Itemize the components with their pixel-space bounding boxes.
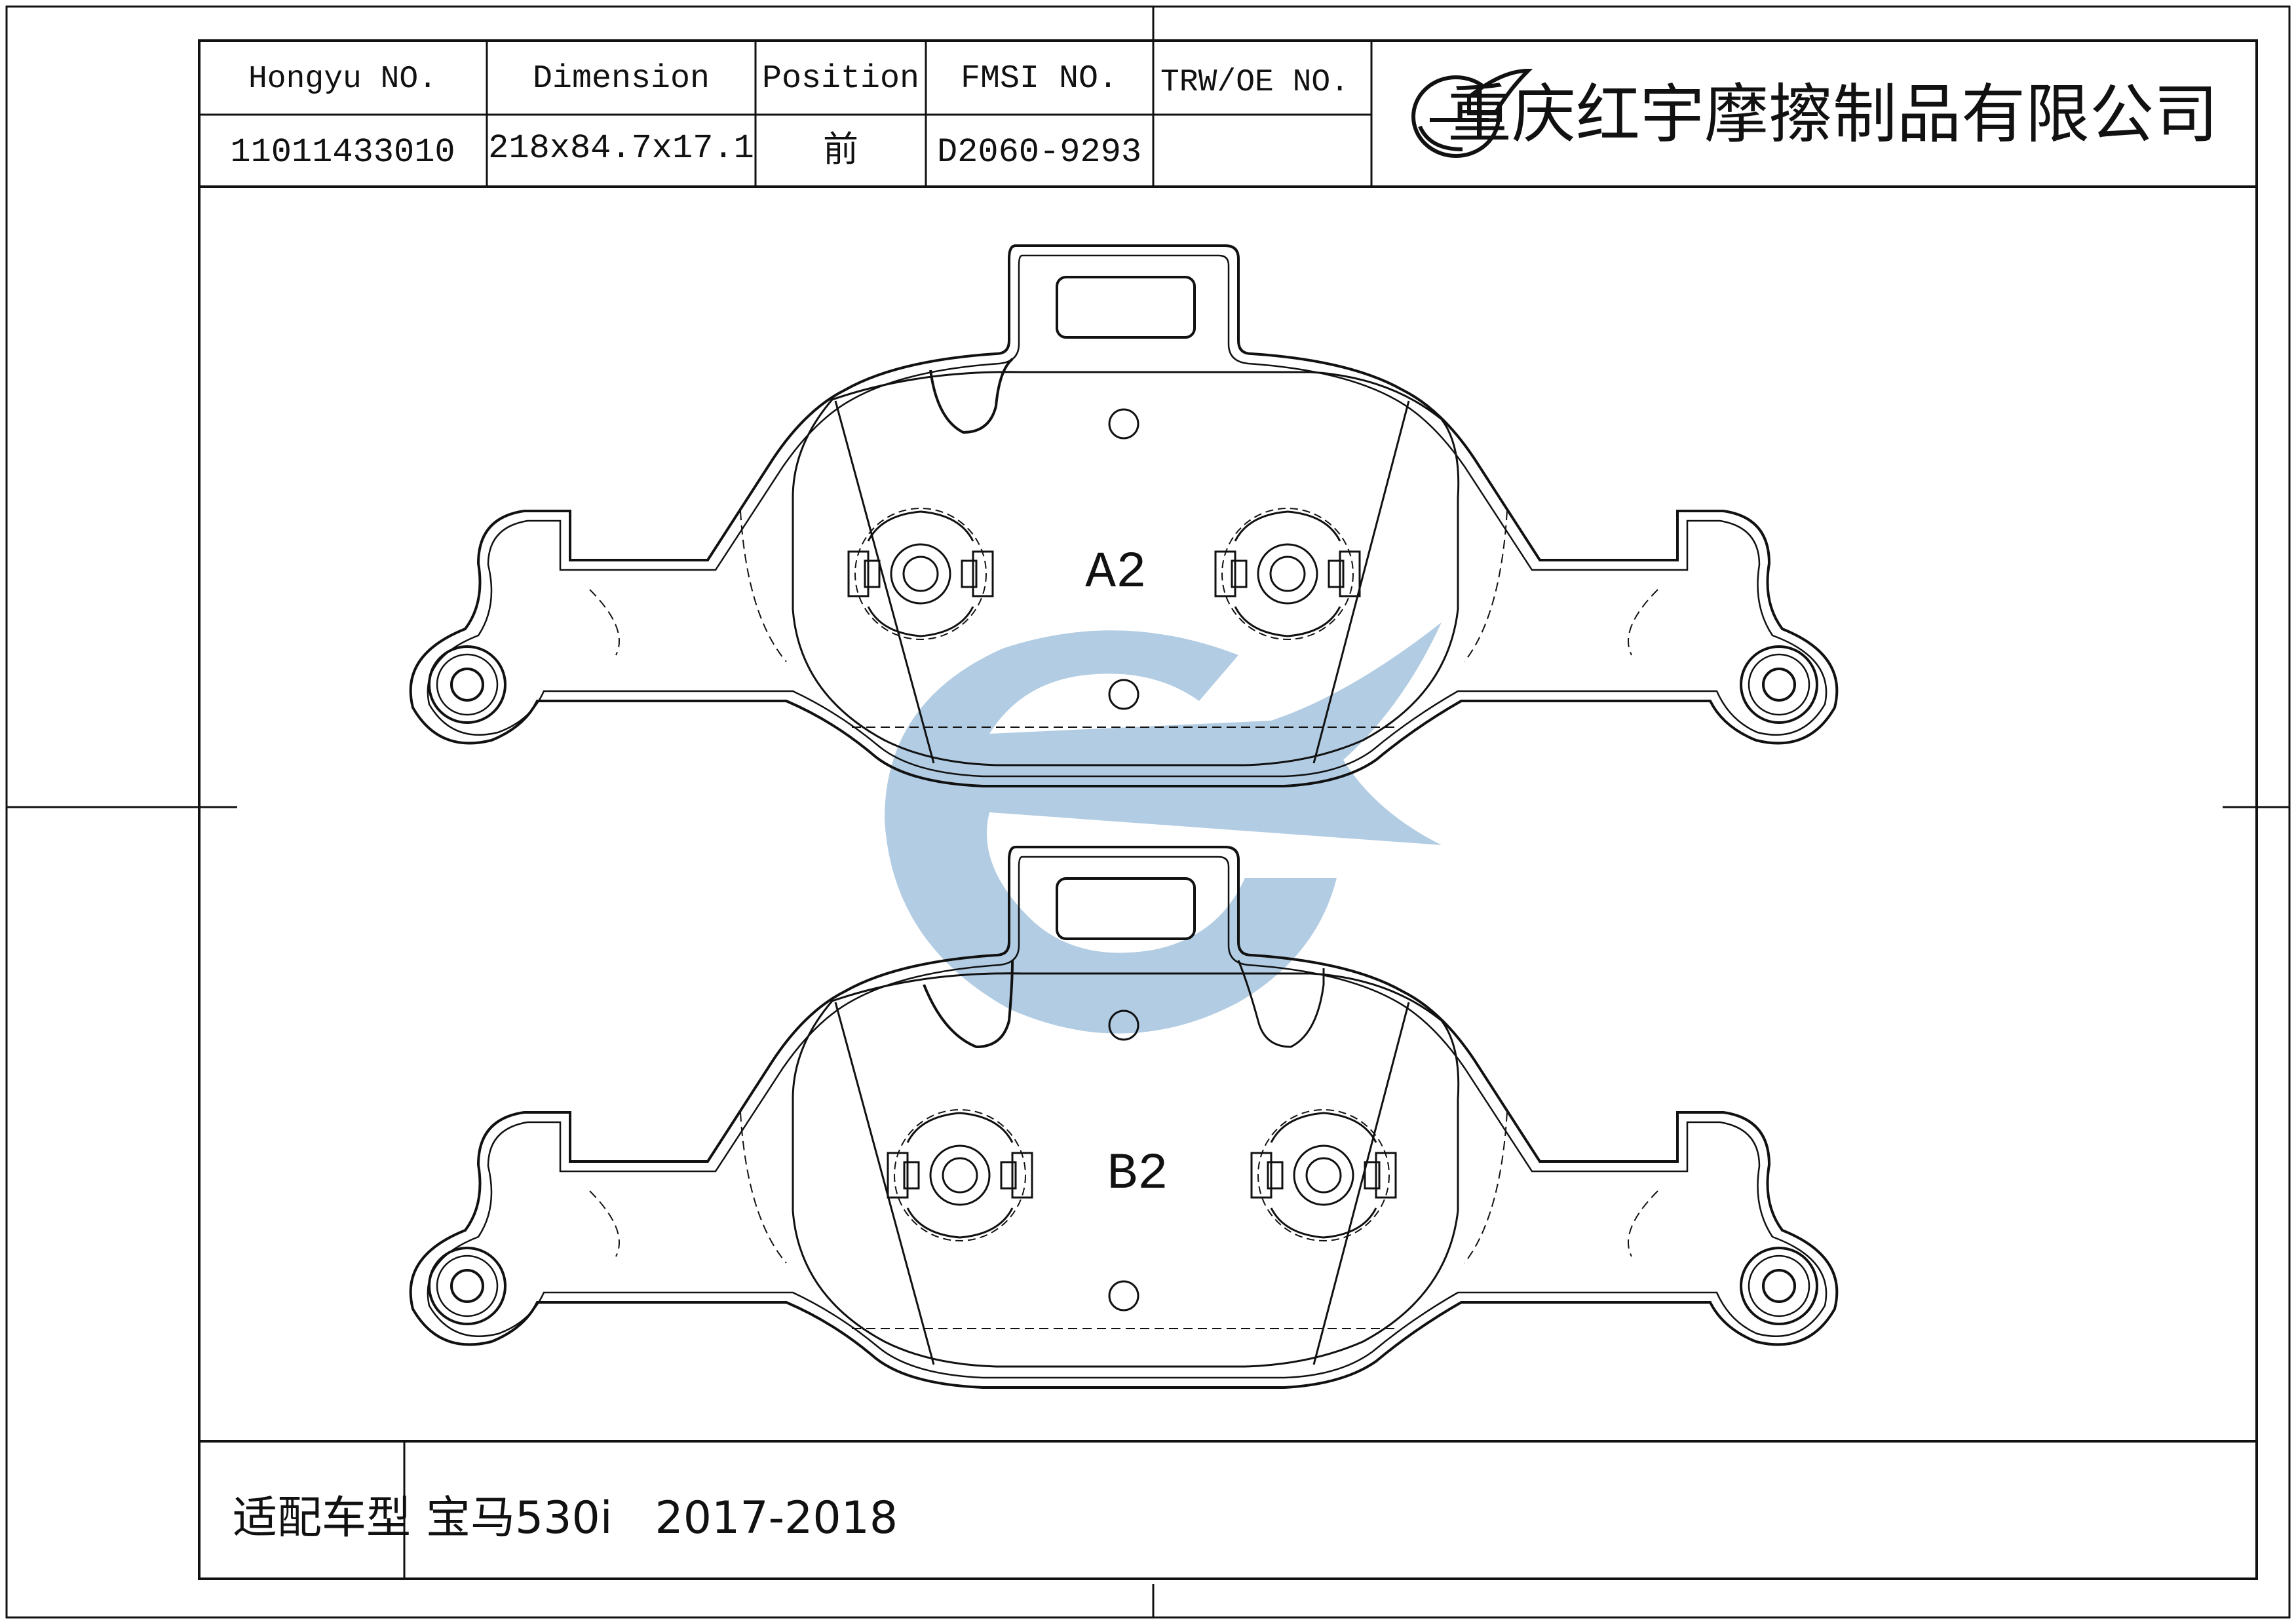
trw-oe-label: TRW/OE NO. [1160,65,1349,100]
position-label: Position [762,60,919,98]
dimension-label: Dimension [533,60,710,98]
company-name: 重庆红宇摩擦制品有限公司 [1447,77,2218,152]
position-value: 前 [823,128,858,170]
brake-pad-b2 [409,846,1839,1389]
hongyu-label: Hongyu NO. [248,62,437,97]
header-table [199,41,2257,188]
watermark-logo [885,622,1442,1034]
hongyu-value: 11011433010 [230,133,455,172]
fmsi-value: D2060-9293 [937,133,1141,172]
fit-label: 适配车型 [233,1492,411,1544]
brake-pad-a2 [409,244,1839,787]
pad-b-label: B2 [1107,1146,1168,1203]
dimension-value: 218x84.7x17.1 [488,129,754,168]
outer-border [5,5,2291,1619]
drawing-frame [198,39,2258,1580]
fmsi-label: FMSI NO. [961,60,1118,98]
pad-a-label: A2 [1085,544,1147,602]
fit-value: 宝马530i 2017-2018 [426,1492,898,1544]
company-logo-icon [1411,68,1533,158]
